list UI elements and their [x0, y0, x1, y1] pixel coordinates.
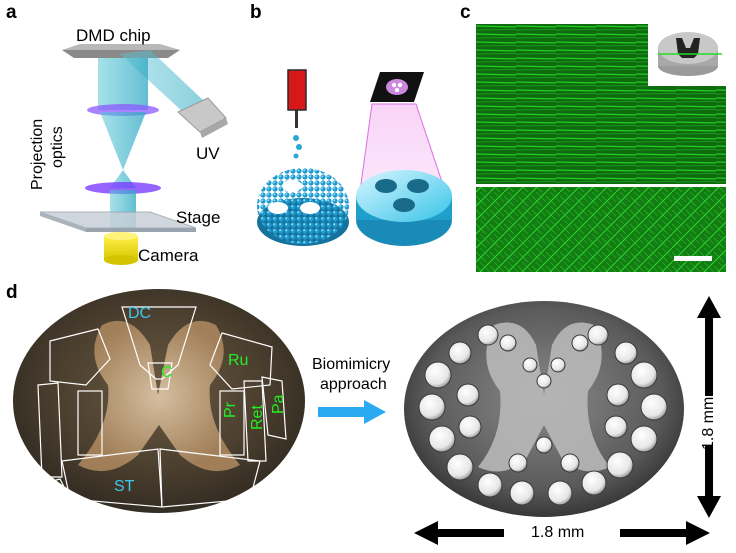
- panel-label-b: b: [250, 2, 262, 23]
- scaffold-channel: [446, 453, 474, 481]
- scaffold-channel: [536, 373, 552, 389]
- scaffold-channel: [535, 436, 553, 454]
- scaffold-channel: [547, 480, 573, 506]
- region-label-c: C: [161, 364, 173, 381]
- region-label-ret: Ret: [249, 405, 266, 430]
- gray-matter: [78, 320, 240, 472]
- optical-setup-diagram: Projection optics: [29, 44, 228, 265]
- scaffold-channel: [508, 453, 528, 473]
- scaffold-channel: [424, 361, 452, 389]
- scaffold-gray-matter: [478, 322, 610, 472]
- panel-label-a: a: [6, 2, 17, 23]
- scaffold-channel: [604, 415, 628, 439]
- scaffold-channel: [630, 361, 658, 389]
- region-label-ru: Ru: [228, 352, 249, 369]
- scaffold-channel: [509, 480, 535, 506]
- scaffold-channel: [571, 334, 589, 352]
- region-label-dc: DC: [128, 305, 152, 322]
- scaffold-channel: [456, 383, 480, 407]
- print-nozzle: [287, 69, 307, 159]
- camera-label: Camera: [138, 246, 199, 265]
- region-label-st: ST: [114, 478, 135, 495]
- biomimicry-label-2: approach: [320, 376, 387, 393]
- printed-scaffold-micrograph: [404, 301, 684, 517]
- scaffold-channel: [428, 425, 456, 453]
- vertical-dimension-arrow: [697, 296, 721, 518]
- camera: [104, 232, 138, 265]
- projection-optics-label-2: optics: [49, 126, 66, 168]
- region-outlines: [37, 306, 287, 508]
- scaffold-channel: [448, 341, 472, 365]
- scaffold-channel: [418, 393, 446, 421]
- lens-lower: [85, 182, 161, 194]
- scaffold-channel: [587, 324, 609, 346]
- uv-source: [177, 97, 228, 138]
- scaffold-printing-illustration: [257, 69, 452, 246]
- scaffold-channel: [606, 451, 634, 479]
- fluorescence-micrograph: [476, 24, 726, 272]
- dmd-chip-label: DMD chip: [76, 26, 151, 45]
- uv-label: UV: [196, 144, 220, 163]
- scaffold-channel: [640, 393, 668, 421]
- stage: [39, 211, 197, 232]
- vertical-dimension-label: 1.8 mm: [700, 396, 717, 450]
- scale-bar: [674, 256, 712, 261]
- horizontal-dimension-arrow: [414, 521, 710, 545]
- biomimicry-arrow: [318, 400, 386, 424]
- scaffold-channel: [581, 470, 607, 496]
- spinal-cord-inset: [648, 24, 726, 86]
- projection-printed-scaffold: [356, 170, 452, 246]
- scaffold-channel: [458, 415, 482, 439]
- scaffold-channel: [477, 472, 503, 498]
- projection-optics-label-1: Projection: [29, 119, 46, 190]
- region-label-pa: Pa: [270, 394, 287, 414]
- scaffold-channel: [477, 324, 499, 346]
- dotted-scaffold: [257, 168, 349, 246]
- scaffold-channel: [606, 383, 630, 407]
- region-label-pr: Pr: [222, 402, 239, 418]
- panel-label-d: d: [6, 282, 18, 303]
- scaffold-channel: [614, 341, 638, 365]
- scaffold-channel: [560, 453, 580, 473]
- scaffold-channel: [522, 357, 538, 373]
- scaffold-channel: [550, 357, 566, 373]
- panel-label-c: c: [460, 2, 471, 23]
- scaffold-channel: [630, 425, 658, 453]
- spinal-cord-section: [13, 289, 305, 513]
- horizontal-dimension-label: 1.8 mm: [531, 524, 585, 541]
- stage-label: Stage: [176, 208, 221, 227]
- scaffold-channels: [418, 324, 668, 506]
- scaffold-channel: [499, 334, 517, 352]
- biomimicry-label-1: Biomimicry: [312, 356, 391, 373]
